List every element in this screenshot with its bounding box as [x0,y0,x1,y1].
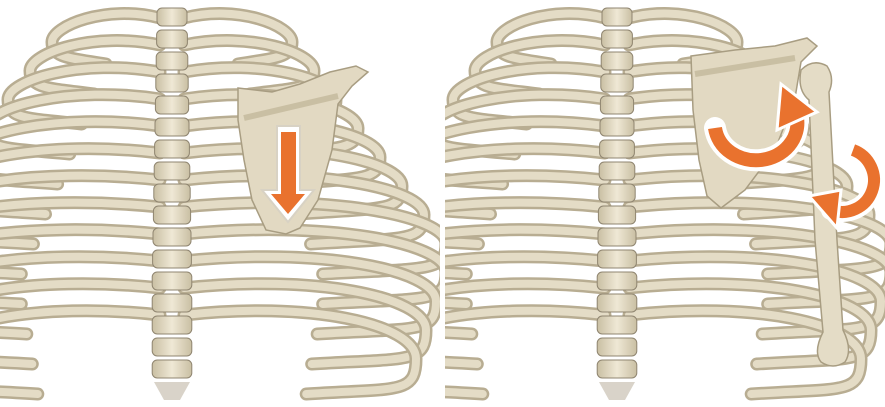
rib-cage-illustration-right [445,0,885,407]
vertebra [152,272,192,290]
vertebra [155,96,188,114]
vertebra [599,184,635,202]
vertebra [156,74,188,92]
vertebra [598,228,636,246]
ribs-left [0,14,440,394]
vertebra [599,162,635,180]
rib [445,311,605,394]
vertebra [601,52,633,70]
vertebra [153,228,191,246]
vertebra [155,118,189,136]
vertebra [152,316,192,334]
vertebra [600,140,635,158]
vertebra [598,250,637,268]
rib [445,311,605,394]
vertebra [152,360,192,378]
vertebra [597,360,637,378]
vertebra [597,316,637,334]
vertebra [597,338,637,356]
rib [0,311,160,394]
coccyx [599,382,635,400]
rib [184,311,416,394]
vertebra [154,184,190,202]
left-panel [0,0,440,407]
vertebra [153,206,190,224]
vertebra [154,162,190,180]
rib [0,284,160,364]
rib [0,311,160,394]
vertebra [597,272,637,290]
vertebra [602,30,633,48]
coccyx [154,382,190,400]
vertebra [601,74,633,92]
vertebra [157,8,187,26]
vertebra [152,338,192,356]
rib [445,284,605,364]
vertebra [155,140,190,158]
rib [0,284,160,364]
rib-cage-illustration-left [0,0,440,407]
vertebra [598,206,635,224]
vertebra [600,118,634,136]
vertebra [602,8,632,26]
rib [445,284,605,364]
vertebra [152,294,192,312]
vertebra [597,294,637,312]
vertebra [153,250,192,268]
vertebra [157,30,188,48]
vertebra [156,52,188,70]
vertebra [600,96,633,114]
right-panel [445,0,885,407]
